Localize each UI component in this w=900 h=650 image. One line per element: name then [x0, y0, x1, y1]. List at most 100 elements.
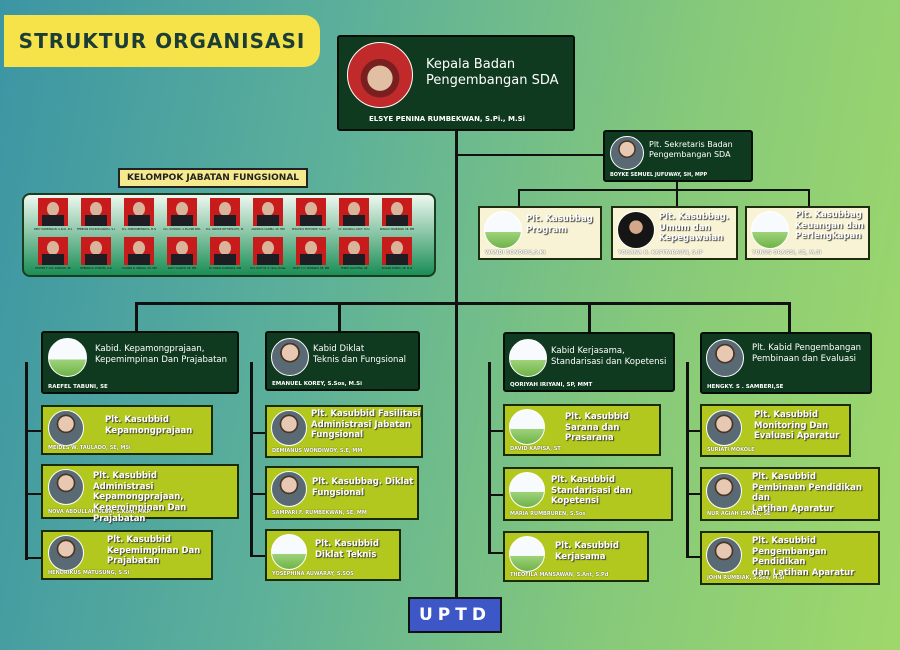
- subdivision-name: JOHN RUMBIAK, S.Sos, M.Si: [707, 575, 785, 581]
- subdivision-title: Plt. Kasubbid Pembinaan Pendidikan dan L…: [752, 472, 862, 514]
- division-head-name: RAEFEL TABUNI, SE: [48, 384, 108, 390]
- member-name: ESTHER F. D.R. KAPASAP, SE: [35, 267, 71, 270]
- divisions-bar: [135, 302, 791, 305]
- sec-unit-title: Plt. Kasubbag Program: [526, 214, 593, 235]
- div4-branch-2: [686, 493, 702, 495]
- head-name: ELSYE PENINA RUMBEKWAN, S.Pi., M.Si: [369, 115, 526, 123]
- div1-branch-1: [25, 430, 41, 432]
- member-photo: [81, 237, 111, 265]
- member-name: Dr. ZAKARIA LASUT, M.Si: [338, 228, 370, 231]
- subdivision-title: Plt. Kasubbid Kerjasama: [555, 541, 619, 562]
- secretary-link-line: [455, 154, 605, 156]
- division-title: Kabid. Kepamongprajaan, Kepemimpinan Dan…: [95, 344, 227, 365]
- subdivision-title: Plt. Kasubbid Fasilitasi Administrasi Ja…: [311, 409, 421, 441]
- staff-photo: [271, 338, 309, 376]
- division-head-name: HENGKY. S . SAMBERI,SE: [707, 384, 784, 390]
- sec-units-bar: [518, 189, 810, 191]
- division-box-3: Kabid Kerjasama, Standarisasi dan Kopete…: [503, 332, 675, 392]
- member-name: Drs. AMBORIBENKOVA, M.Si: [121, 228, 157, 231]
- member-photo: [296, 198, 326, 226]
- subdivision-2-3: Plt. Kasubbid Diklat Teknis YOSEPHINA AU…: [265, 529, 401, 581]
- member-name: RONALD BANDIRIN, SE, MM: [379, 228, 415, 231]
- placeholder-photo: [509, 409, 545, 445]
- member-photo: [382, 198, 412, 226]
- member-name: SARI YULIANTI, SE, MM: [167, 267, 197, 270]
- sec-unit-title: Plt. Kasubbag Keuangan dan Perlengkapan: [795, 210, 864, 242]
- main-trunk-line: [455, 130, 458, 600]
- subdivision-name: SURIATI MOKOLE: [707, 447, 755, 453]
- member-name: YULIANA R. SINAGA, SH, MM: [121, 267, 157, 270]
- placeholder-photo: [48, 338, 87, 377]
- functional-group-panel: DEKY KAWENGIAN, S.Kom, M.AP FEBRYAN DIYAN…: [22, 193, 436, 277]
- sec-drop-2: [676, 189, 678, 206]
- member-photo: [339, 237, 369, 265]
- div-drop-1: [135, 302, 138, 333]
- division-title: Kabid Diklat Teknis dan Fungsional: [313, 344, 407, 365]
- placeholder-photo: [271, 534, 307, 570]
- staff-photo: [271, 410, 307, 446]
- member-name: Dr. MARIA RUMAWAS, MM: [209, 267, 241, 270]
- subdivision-title: Plt. Kasubbid Monitoring Dan Evaluasi Ap…: [754, 410, 840, 442]
- secretary-box: Plt. Sekretaris Badan Pengembangan SDA B…: [603, 130, 753, 182]
- member-name: Drs. ANDRIE PATTIPEILOHY, M.Si: [206, 228, 244, 231]
- staff-photo: [271, 471, 307, 507]
- placeholder-photo: [751, 211, 789, 249]
- member-name: MARY T. H. PURNAMI, SE, MM: [292, 267, 330, 270]
- sec-unit-umum: Plt. Kasubbag. Umum dan Kepegawaian YOHA…: [611, 206, 738, 260]
- sec-unit-name: YUNUS ORAGSI, SE, M.Si: [752, 250, 822, 256]
- member-photo: [253, 237, 283, 265]
- div2-branch-2: [250, 493, 266, 495]
- secretary-name: BOYKE SEMUEL JUFUWAY, SH, MPP: [610, 172, 708, 178]
- subdivision-name: DAVID KAPISA, ST: [510, 446, 561, 452]
- sec-drop-1: [518, 189, 520, 206]
- member-photo: [38, 237, 68, 265]
- div-drop-2: [338, 302, 341, 333]
- member-photo: [124, 237, 154, 265]
- member-name: Dra. RUTH R. S. Hura, M.Kes: [250, 267, 286, 270]
- secretary-photo: [610, 136, 644, 170]
- member-name: FEBRYAN DIYAN NUGRAHA, S.Ag, M.Pd: [77, 228, 115, 231]
- div3-branch-1: [488, 430, 504, 432]
- staff-photo: [706, 537, 742, 573]
- placeholder-photo: [509, 472, 545, 508]
- member-photo: [167, 198, 197, 226]
- head-box: Kepala Badan Pengembangan SDA ELSYE PENI…: [337, 35, 575, 131]
- member-photo: [210, 237, 240, 265]
- div2-branch-3: [250, 555, 266, 557]
- div2-branch-1: [250, 432, 266, 434]
- div3-branch-3: [488, 552, 504, 554]
- div1-spine: [25, 362, 28, 560]
- member-photo: [124, 198, 154, 226]
- subdivision-name: NUR AGIAH ISMAIL, SE: [707, 511, 771, 517]
- head-photo: [347, 42, 413, 108]
- placeholder-photo: [509, 536, 545, 572]
- subdivision-1-2: Plt. Kasubbid Administrasi Kepamongpraja…: [41, 464, 239, 524]
- staff-photo: [48, 410, 84, 446]
- member-name: DEBORA M. PUSPITA, S.Si: [80, 267, 112, 270]
- subdivision-name: MEIDES W. TAULADO, SE, MSi: [48, 445, 131, 451]
- member-name: ANDREAS SAIMBA, SE, MM: [251, 228, 285, 231]
- div4-branch-1: [686, 430, 702, 432]
- division-title: Plt. Kabid Pengembangan Pembinaan dan Ev…: [752, 343, 862, 364]
- staff-photo: [706, 339, 744, 377]
- sec-drop-3: [808, 189, 810, 206]
- subdivision-title: Plt. Kasubbid Kepemimpinan Dan Prajabata…: [107, 535, 201, 567]
- secretary-title: Plt. Sekretaris Badan Pengembangan SDA: [649, 140, 733, 159]
- placeholder-photo: [509, 339, 547, 377]
- subdivision-3-1: Plt. Kasubbid Sarana dan Prasarana DAVID…: [503, 404, 661, 456]
- placeholder-photo: [484, 211, 522, 249]
- staff-photo: [617, 211, 655, 249]
- subdivision-name: YOSEPHINA AUWARAY, S.SOS: [272, 571, 354, 577]
- div3-spine: [488, 362, 491, 554]
- division-title: Kabid Kerjasama, Standarisasi dan Kopete…: [551, 346, 667, 367]
- subdivision-title: Plt. Kasubbid Administrasi Kepamongpraja…: [93, 471, 187, 524]
- subdivision-title: Plt. Kasubbag. Diklat Fungsional: [312, 477, 414, 498]
- subdivision-2-2: Plt. Kasubbag. Diklat Fungsional SAMPARI…: [265, 466, 419, 520]
- div-drop-4: [788, 302, 791, 333]
- subdivision-1-3: Plt. Kasubbid Kepemimpinan Dan Prajabata…: [41, 530, 213, 580]
- subdivision-name: SAMPARI F. RUMBEKWAN, SE, MM: [272, 510, 367, 516]
- subdivision-name: HENDRIKUS MATUSUNG, S.Si: [48, 570, 130, 576]
- member-name: DEKY KAWENGIAN, S.Kom, M.AP: [34, 228, 72, 231]
- subdivision-title: Plt. Kasubbid Kepamongprajaan: [105, 415, 193, 436]
- member-name: Drs. SUHARDI, A.Ma.PKB MBA: [163, 228, 201, 231]
